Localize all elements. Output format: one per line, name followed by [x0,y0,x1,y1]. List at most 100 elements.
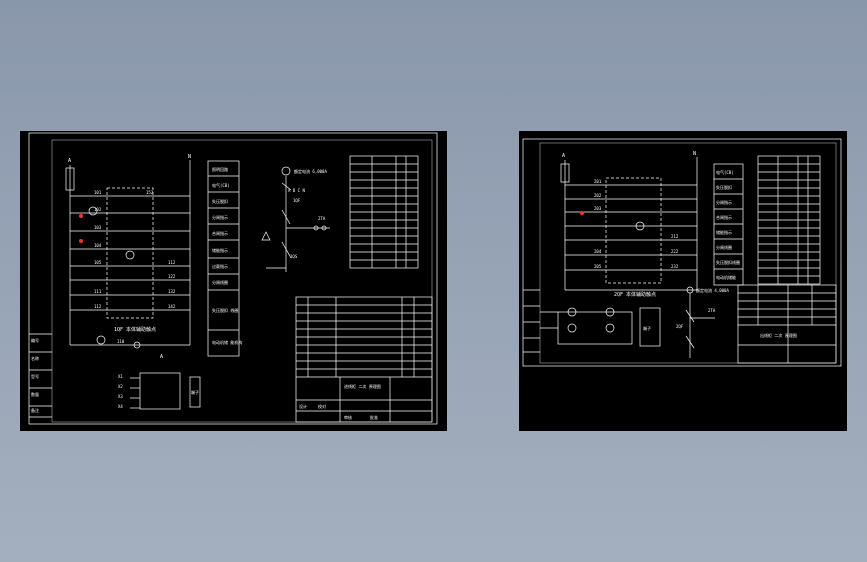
breaker-caption: 1QF 本体辅助触点 [114,326,156,333]
bus-label-a: A [562,153,565,159]
red-contact-marker [79,239,83,243]
left-control-circuit: A N 101 102 103 104 105 [65,154,191,360]
feeder-source-symbol [281,166,291,176]
coil-symbol [635,221,645,231]
right-sheet-inner-frame [539,142,837,364]
contact-number: 122 [168,274,176,279]
contact-number: 112 [168,260,176,265]
relay-terminal: X1 [118,374,123,379]
contact-number: 112 [94,304,102,309]
right-control-circuit: A N 201 202 203 204 205 212 222 232 2QF … [560,151,698,298]
coil-symbol [125,250,135,260]
left-feeder-diagram: 额定电流 6,000A A B C N 1QF 2TA 1QS [261,166,330,272]
feeder-label: 2QF [676,324,684,329]
contact-number: 152 [146,190,154,195]
stub-label: 编号 [31,337,39,343]
left-stub-table: 编号 名称 型号 数量 备注 [29,333,52,418]
contact-number: 232 [671,264,679,269]
contact-number: 132 [168,289,176,294]
contact-number: 203 [594,206,602,211]
indicator-lamp-symbol [88,206,98,216]
contact-number: 102 [94,207,102,212]
contact-number: 142 [168,304,176,309]
stub-label: 备注 [31,407,39,413]
breaker-aux-box [106,187,154,319]
contact-number: 212 [671,234,679,239]
breaker-aux-box [605,177,662,284]
bus-label-n: N [693,151,696,157]
contact-number: 222 [671,249,679,254]
function-block-label: 合闸指示 [716,214,732,220]
bottom-label: A [160,354,163,360]
function-block-label: 分闸线圈 [212,279,228,285]
right-feeder-diagram: 额定电流 4,000A 2QF 2TA [676,286,729,358]
contact-number: 205 [594,264,602,269]
title-block-footer: 批准 [370,414,378,420]
right-function-column: 电气(CB) 失压脱扣 分闸指示 合闸指示 储能指示 分闸线圈 失压脱扣线圈 电… [713,163,744,286]
contact-number: 104 [94,243,102,248]
function-block-label: 电气(CB) [716,169,734,175]
feeder-label: 2TA [318,216,326,221]
function-block-label: 合闸指示 [212,230,228,236]
function-block-label: 电动机储 能机构 [212,339,242,345]
left-small-relay-block: X1 X2 X3 X4 端子 [118,372,201,410]
right-stub-table [523,289,540,353]
right-sheet-background [519,131,847,431]
function-block-label: 照明回路 [212,166,228,172]
function-block-label: 储能指示 [716,229,732,235]
title-block-footer: 设计 [299,403,307,409]
function-block-label: 储能指示 [212,247,228,253]
feeder-label: 1QF [293,198,301,203]
left-sheet-background [20,131,447,431]
fuse-symbol [65,167,75,191]
function-block-label: 电动机储能 [716,274,736,280]
right-drawing-sheet[interactable]: A N 201 202 203 204 205 212 222 232 2QF … [519,131,847,431]
stub-label: 型号 [31,373,39,379]
title-block-title: 出线柜 二次 原理图 [760,332,797,338]
function-block-label: 分闸指示 [212,214,228,220]
left-sheet-border [28,132,438,425]
left-function-column: 照明回路 电气(CB) 失压脱扣 分闸指示 合闸指示 储能指示 过载指示 分闸线… [207,160,242,357]
feeder-label: 1QS [290,254,298,259]
feeder-title: 额定电流 6,000A [294,168,327,174]
stub-label: 数量 [31,391,39,397]
contact-number: 204 [594,249,602,254]
bus-label-a: A [68,158,71,164]
contact-number: 201 [594,179,602,184]
function-block-label: 失压脱扣 [716,184,732,190]
feeder-label: A B C N [288,188,305,193]
right-sheet-border [522,138,842,367]
function-block-label: 失压脱扣 [212,198,228,204]
bottom-label: 110 [117,339,125,344]
function-block-label: 失压脱扣 线圈 [212,307,238,313]
red-contact-marker [79,214,83,218]
right-lamp-block: 端子 [540,307,661,347]
left-title-block: 进线柜 二次 原理图 设计 校对 审核 批准 [295,296,433,423]
feeder-title: 额定电流 4,000A [696,287,729,293]
relay-terminal: X3 [118,394,123,399]
terminal-symbol [133,341,141,349]
bus-label-n: N [188,154,191,160]
left-drawing-sheet[interactable]: 编号 名称 型号 数量 备注 A N [20,131,447,431]
function-block-label: 过载指示 [212,263,228,269]
relay-terminal: X4 [118,404,123,409]
title-block-footer: 校对 [318,403,326,409]
title-block-footer: 审核 [344,414,352,420]
breaker-caption: 2QF 本体辅助触点 [614,291,656,298]
red-contact-marker [580,211,584,215]
contact-number: 202 [594,193,602,198]
right-title-block: 出线柜 二次 原理图 [737,284,837,364]
function-block-label: 分闸指示 [716,199,732,205]
title-block-title: 进线柜 二次 原理图 [344,383,381,389]
contact-number: 101 [94,190,102,195]
function-block-label: 电气(CB) [212,182,230,188]
relay-terminal: X2 [118,384,123,389]
stub-label: 名称 [31,355,39,361]
motor-symbol [96,335,106,345]
contact-number: 105 [94,260,102,265]
contact-number: 111 [94,289,102,294]
right-device-table [757,155,821,285]
left-device-table [349,155,419,269]
function-block-label: 分闸线圈 [716,244,732,250]
relay-caption: 端子 [191,389,199,395]
